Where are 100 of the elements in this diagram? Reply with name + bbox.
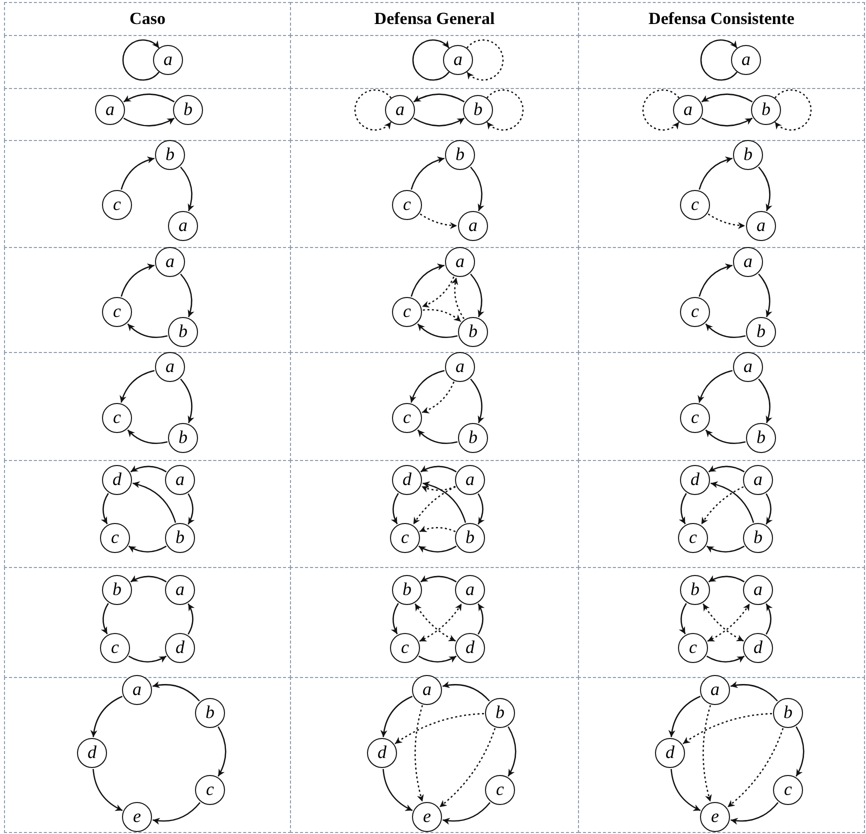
node-circle bbox=[445, 140, 475, 170]
node-circle bbox=[77, 738, 107, 768]
arrow bbox=[698, 370, 733, 403]
node-circle bbox=[655, 738, 685, 768]
node-label: c bbox=[403, 302, 411, 320]
node-circle bbox=[743, 575, 773, 605]
dotted-arrow bbox=[421, 486, 456, 492]
dotted-loop-arrow bbox=[642, 89, 680, 131]
node-circle bbox=[392, 190, 422, 220]
header-cell bbox=[290, 2, 579, 36]
node-label: c bbox=[784, 780, 792, 798]
node-label: e bbox=[711, 807, 719, 825]
node-circle bbox=[485, 698, 515, 728]
node-label: c bbox=[401, 638, 409, 656]
dotted-arrow bbox=[422, 276, 454, 308]
node-circle bbox=[100, 633, 130, 663]
node-circle bbox=[195, 775, 225, 805]
arrow bbox=[120, 264, 155, 297]
arrow bbox=[123, 94, 175, 102]
arrow bbox=[420, 465, 457, 472]
node-circle bbox=[680, 190, 710, 220]
arrow bbox=[420, 575, 457, 582]
arrow bbox=[442, 681, 490, 702]
node-label: a bbox=[466, 470, 474, 488]
node-label: b bbox=[468, 428, 478, 446]
arrow bbox=[708, 465, 745, 472]
node-label: d bbox=[176, 638, 184, 656]
node-label: a bbox=[132, 680, 142, 698]
dotted-arrow bbox=[412, 486, 456, 525]
arrow bbox=[127, 429, 168, 444]
node-circle bbox=[455, 523, 485, 553]
arrow bbox=[418, 546, 457, 553]
node-circle bbox=[102, 190, 132, 220]
node-circle bbox=[680, 297, 710, 327]
dotted-arrow bbox=[452, 277, 465, 320]
node-circle bbox=[412, 802, 442, 832]
node-circle bbox=[168, 317, 198, 347]
node-label: a bbox=[754, 470, 762, 488]
node-label: a bbox=[754, 580, 762, 598]
node-label: b bbox=[784, 703, 792, 721]
node-circle bbox=[743, 633, 773, 663]
node-circle bbox=[733, 247, 763, 277]
node-circle bbox=[746, 423, 776, 453]
arrow bbox=[706, 656, 745, 663]
node-label: a bbox=[456, 252, 464, 270]
node-circle bbox=[773, 698, 803, 728]
table-cell bbox=[4, 35, 291, 89]
node-label: b bbox=[112, 580, 122, 598]
node-circle bbox=[95, 95, 125, 125]
node-label: b bbox=[166, 145, 174, 163]
arrow bbox=[730, 681, 778, 702]
arrow bbox=[128, 546, 167, 553]
node-label: d bbox=[466, 638, 474, 656]
loop-arrow bbox=[122, 39, 160, 81]
node-circle bbox=[122, 802, 152, 832]
table-cell bbox=[578, 247, 865, 353]
node-label: a bbox=[742, 50, 750, 68]
arrow bbox=[92, 768, 123, 812]
arrow bbox=[410, 370, 445, 403]
dotted-arrow bbox=[422, 309, 462, 322]
node-label: b bbox=[466, 528, 474, 546]
node-label: b bbox=[744, 145, 752, 163]
dotted-arrow bbox=[419, 526, 456, 532]
arrow bbox=[701, 118, 753, 126]
node-circle bbox=[455, 633, 485, 663]
node-label: b bbox=[756, 428, 766, 446]
node-label: a bbox=[166, 357, 174, 375]
loop-arrow bbox=[700, 39, 738, 81]
arrow bbox=[90, 696, 123, 738]
column-header: Defensa Consistente bbox=[648, 9, 796, 29]
dotted-arrow bbox=[707, 603, 750, 642]
table-cell bbox=[578, 352, 865, 461]
dotted-arrow bbox=[682, 712, 772, 744]
arrow bbox=[698, 264, 733, 297]
table-cell bbox=[4, 677, 291, 833]
node-circle bbox=[165, 523, 195, 553]
node-label: a bbox=[176, 580, 184, 598]
node-circle bbox=[155, 247, 185, 277]
node-label: c bbox=[111, 638, 119, 656]
table-cell bbox=[4, 247, 291, 353]
node-label: b bbox=[178, 428, 188, 446]
arrow bbox=[100, 493, 109, 524]
table-cell bbox=[578, 567, 865, 678]
dotted-loop-arrow bbox=[354, 89, 392, 131]
node-circle bbox=[390, 633, 420, 663]
dotted-loop-arrow bbox=[466, 39, 504, 81]
node-label: b bbox=[762, 100, 770, 118]
node-label: b bbox=[176, 528, 184, 546]
arrow bbox=[418, 656, 457, 663]
node-circle bbox=[367, 738, 397, 768]
arrow bbox=[766, 603, 773, 635]
node-label: b bbox=[496, 703, 504, 721]
table-cell bbox=[4, 352, 291, 461]
node-circle bbox=[392, 297, 422, 327]
node-label: b bbox=[756, 322, 766, 340]
table-cell bbox=[290, 35, 579, 89]
node-label: a bbox=[456, 357, 464, 375]
arrow bbox=[180, 274, 194, 318]
node-circle bbox=[443, 45, 473, 75]
node-circle bbox=[673, 95, 703, 125]
